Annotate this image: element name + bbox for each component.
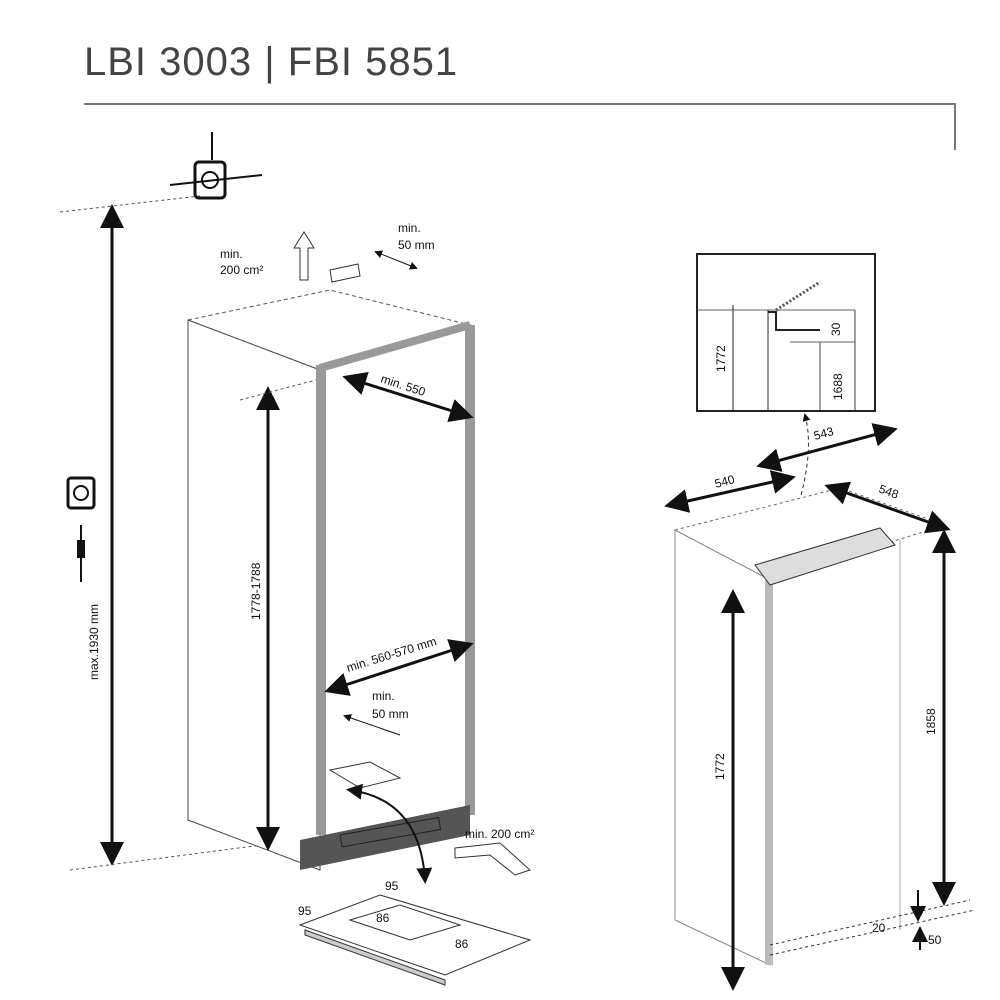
detail-gap-30: 30: [829, 322, 843, 336]
niche-height-label: 1778-1788: [249, 562, 263, 620]
top-vent-label-2: 200 cm²: [220, 263, 263, 277]
page-title: LBI 3003 | FBI 5851: [84, 40, 459, 84]
bottom-gap-label-2: 50 mm: [372, 707, 409, 721]
detail-height-1772: 1772: [714, 345, 728, 372]
plate-dim-2: 95: [298, 904, 312, 918]
socket-symbol-top-icon: [169, 132, 263, 200]
right-appliance-view: 1772 30 1688 543 540 548 1772 1858 50 20: [664, 253, 976, 991]
bottom-gap-50-label: 50: [928, 933, 942, 947]
max-height-label: max.1930 mm: [87, 604, 101, 680]
plate-dim-4: 86: [455, 937, 469, 951]
width-540-label: 540: [713, 472, 736, 491]
plug-icon: [77, 525, 85, 582]
top-gap-label-2: 50 mm: [398, 238, 435, 252]
detail-height-1688: 1688: [831, 373, 845, 400]
height-1772-label: 1772: [713, 753, 727, 780]
hinge-detail-box: [696, 253, 876, 412]
height-1858-label: 1858: [924, 708, 938, 735]
socket-icon: [66, 476, 96, 510]
plate-dim-1: 95: [385, 879, 399, 893]
plate-dim-3: 86: [376, 911, 390, 925]
depth-548-label: 548: [877, 482, 901, 502]
left-cabinet-view: max.1930 mm min. 200 cm² min. 50 mm min.…: [59, 132, 534, 986]
bottom-vent-label: min. 200 cm²: [465, 827, 534, 841]
width-543-label: 543: [812, 424, 835, 443]
top-vent-label-1: min.: [220, 247, 243, 261]
bottom-small-label: 20: [872, 921, 886, 935]
top-gap-label-1: min.: [398, 221, 421, 235]
bottom-gap-label-1: min.: [372, 689, 395, 703]
